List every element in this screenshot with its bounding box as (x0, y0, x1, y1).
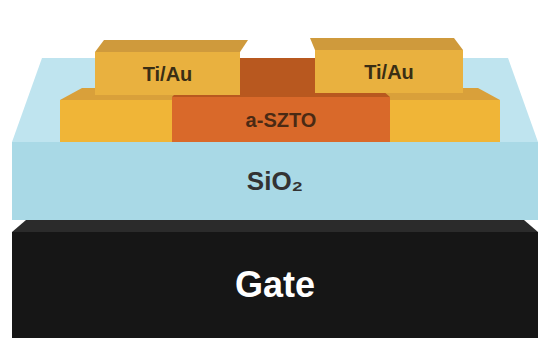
layer-label: Ti/Au (143, 63, 193, 85)
layer-label: Ti/Au (364, 61, 414, 83)
electrode-block (390, 100, 500, 142)
electrode-box: Ti/Au (95, 52, 240, 95)
electrode-top (95, 40, 248, 52)
gate-box: Gate (12, 232, 538, 338)
layer-label: a-SZTO (246, 109, 317, 131)
oxide-box: SiO₂ (12, 142, 538, 220)
gate-top (12, 220, 538, 232)
layer-label: Gate (235, 265, 315, 305)
electrode-block (60, 100, 172, 142)
electrode-box: Ti/Au (315, 50, 463, 93)
layer-label: SiO₂ (247, 167, 303, 196)
electrode-top (310, 38, 463, 50)
channel-box: a-SZTO (172, 97, 390, 142)
